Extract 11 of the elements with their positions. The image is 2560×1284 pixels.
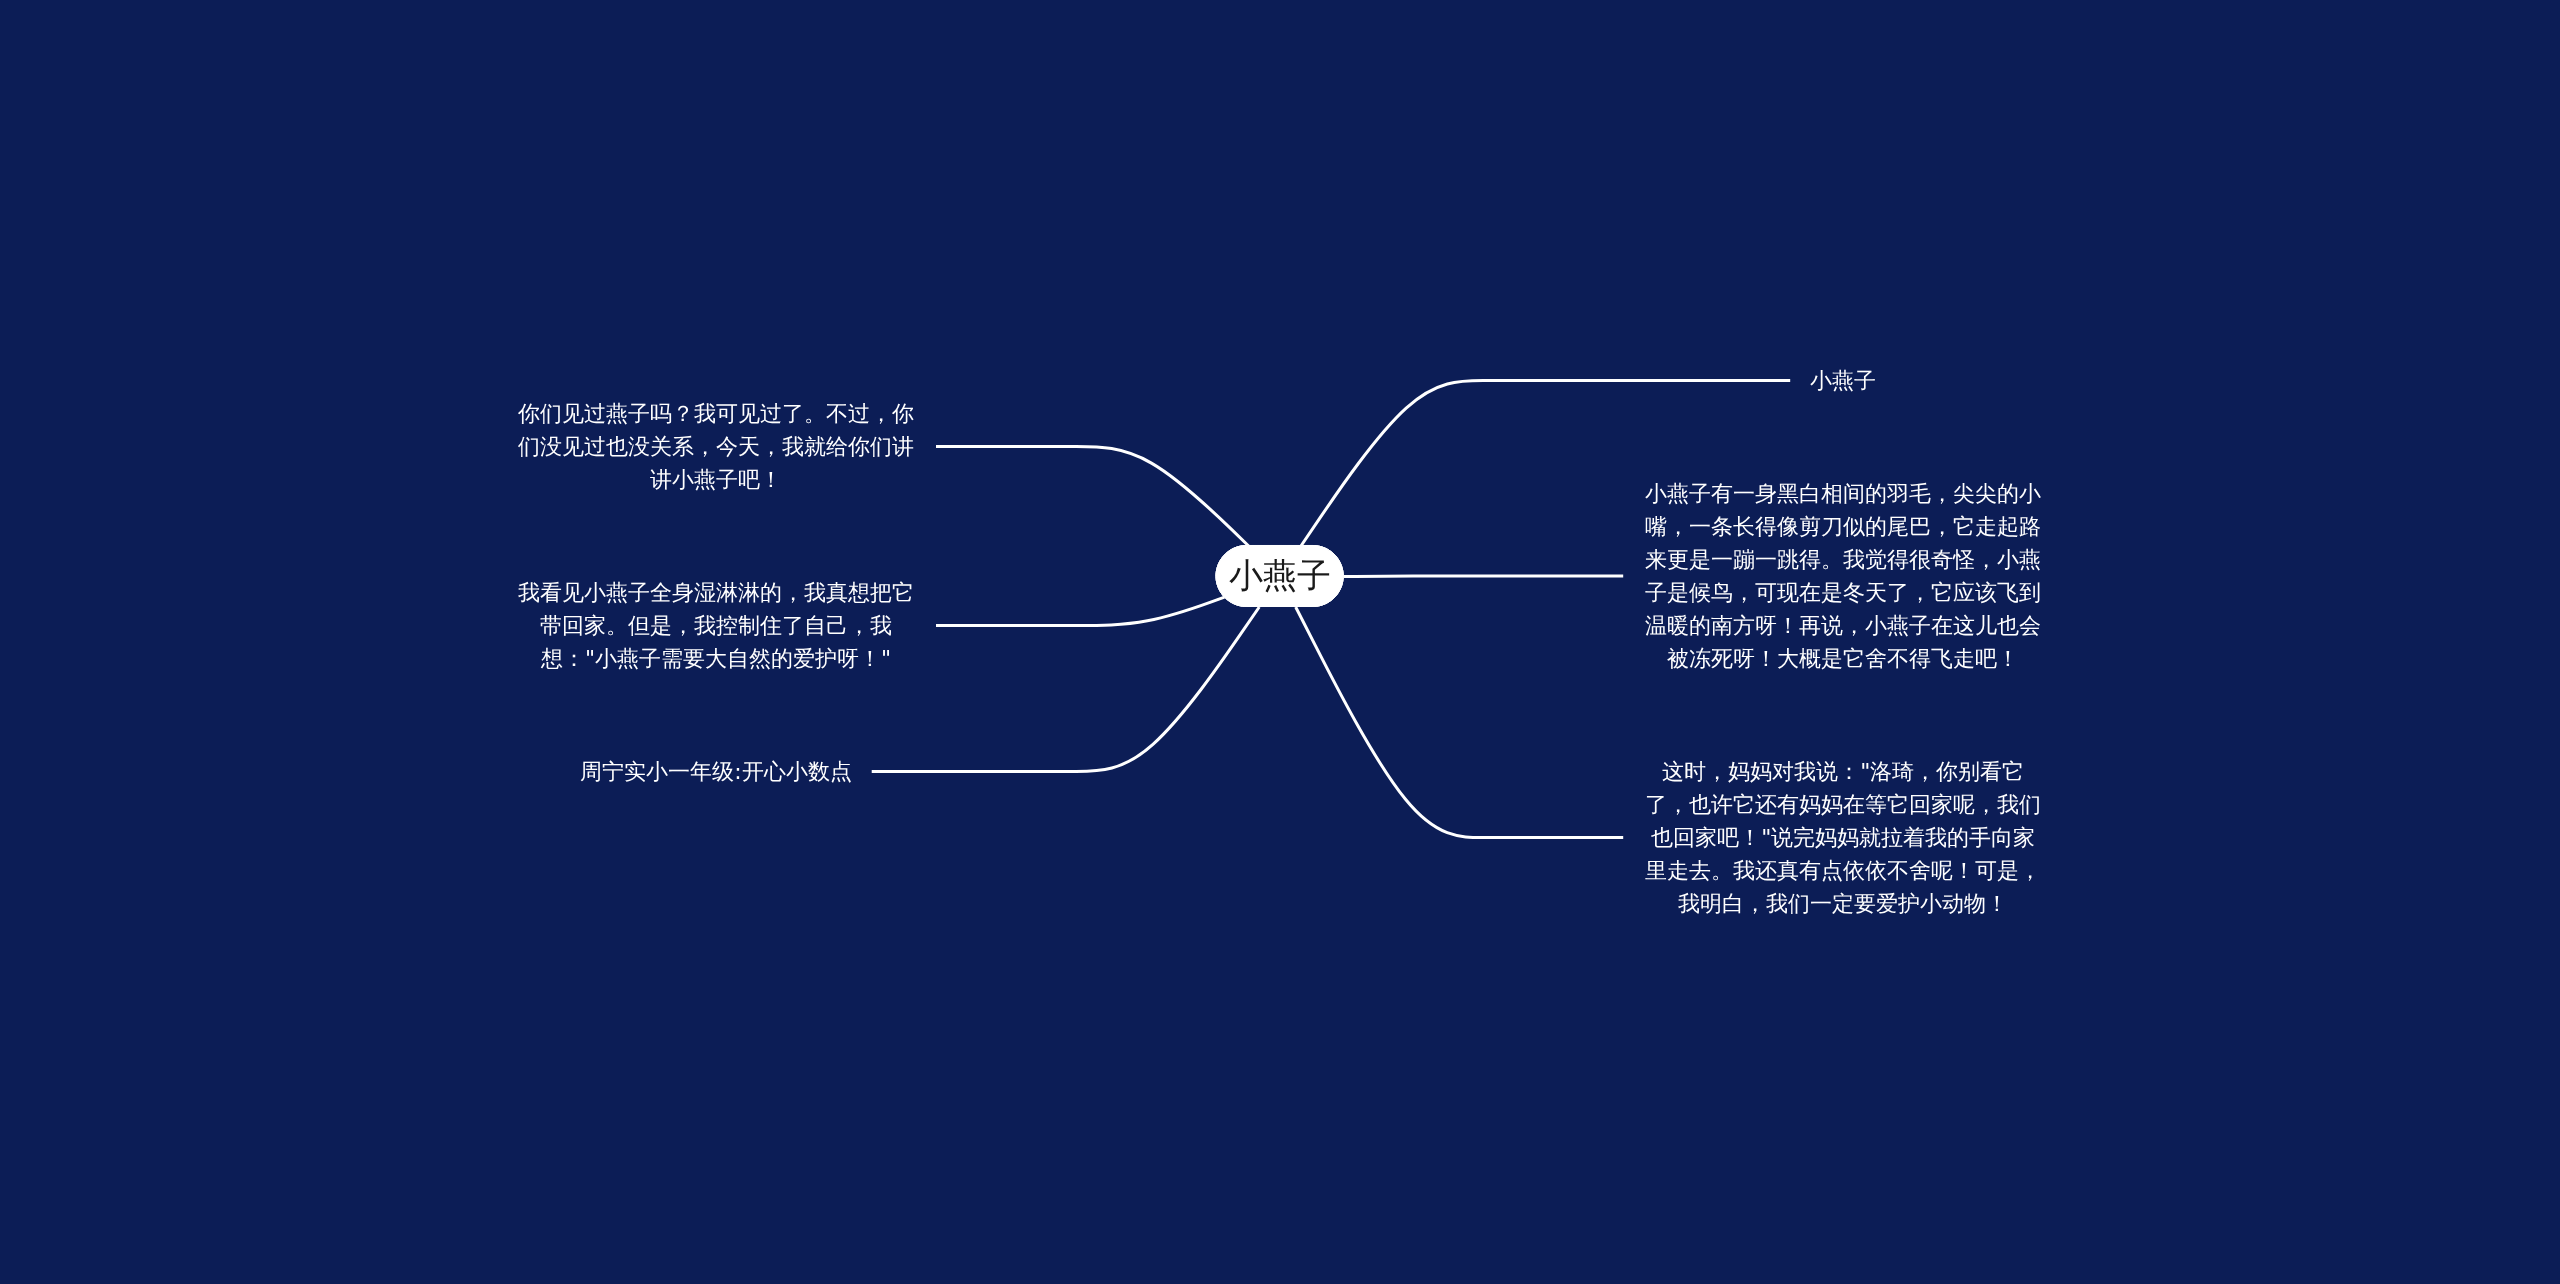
node-text: 周宁实小一年级:开心小数点: [580, 758, 853, 784]
node-text: 我看见小燕子全身湿淋淋的，我真想把它带回家。但是，我控制住了自己，我想："小燕子需要大自然的爱护呀！": [518, 579, 915, 671]
connector: [1300, 379, 1791, 547]
node-text: 小燕子有一身黑白相间的羽毛，尖尖的小嘴，一条长得像剪刀似的尾巴，它走起路来更是一蹦一跳得。我觉得很奇怪，小燕子是候鸟，可现在是冬天了，它应该飞到温暖的南方呀！再说，小燕子在这儿也会被冻死呀！大概是它舍不得飞走吧！: [1645, 481, 2042, 671]
connector: [1294, 606, 1624, 839]
node-text: 你们见过燕子吗？我可见过了。不过，你们没见过也没关系，今天，我就给你们讲讲小燕子吧！: [518, 401, 915, 492]
connector: [1344, 574, 1624, 578]
node-text: 小燕子: [1810, 368, 1877, 393]
node-text: 这时，妈妈对我说："洛琦，你别看它了，也许它还有妈妈在等它回家呢，我们也回家吧！"说完妈妈就拉着我的手向家里走去。我还真有点依依不舍呢！可是，我明白，我们一定要爱护小动物！: [1645, 758, 2042, 916]
connector: [872, 606, 1261, 773]
connector: [936, 595, 1226, 627]
